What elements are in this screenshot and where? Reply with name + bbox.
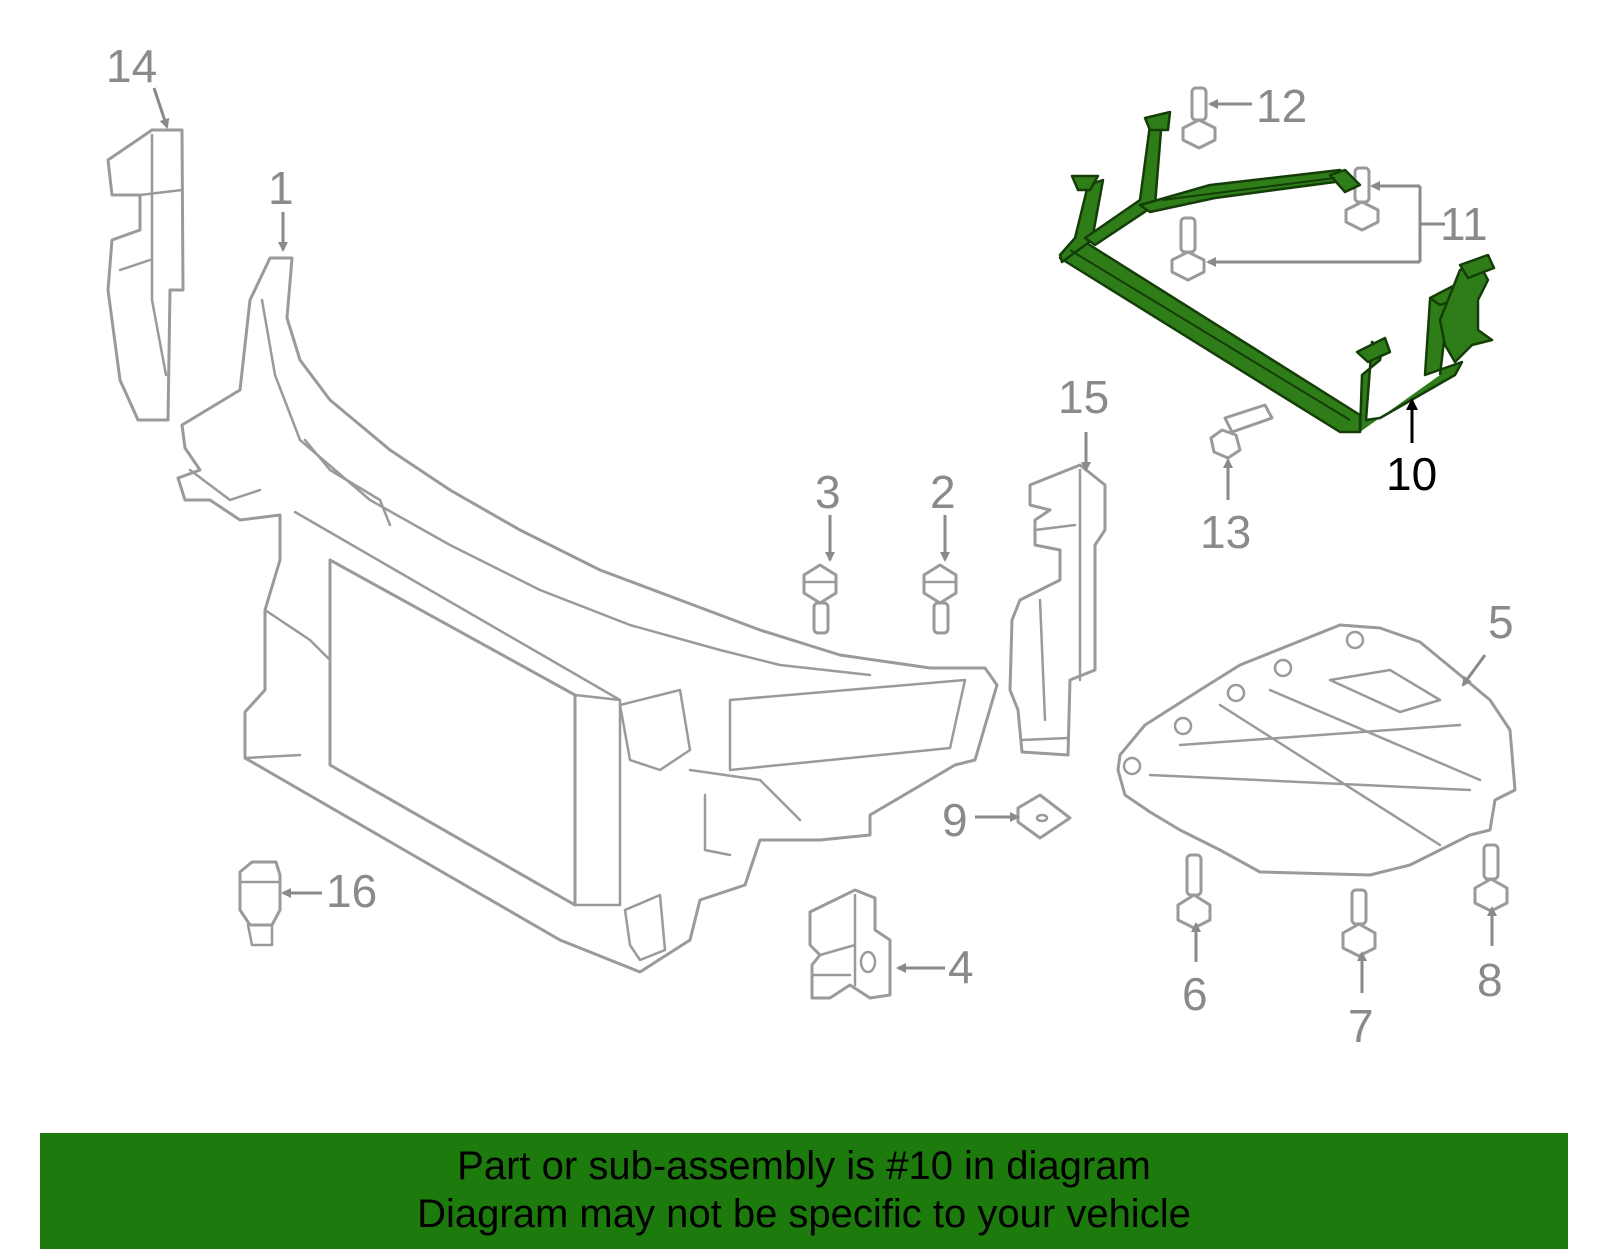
info-banner: Part or sub-assembly is #10 in diagram D… xyxy=(40,1133,1568,1249)
callout-11: 11 xyxy=(1440,198,1488,250)
callout-4: 4 xyxy=(948,941,974,993)
callout-7: 7 xyxy=(1348,1000,1374,1052)
part-8-bolt xyxy=(1473,843,1509,913)
part-6-bolt xyxy=(1176,853,1212,930)
part-3-bolt xyxy=(802,563,838,635)
callout-labels: 1 2 3 4 5 6 7 8 9 10 11 12 13 14 15 16 xyxy=(106,40,1514,1052)
callout-3: 3 xyxy=(815,466,841,518)
part-12-bolt xyxy=(1181,86,1217,150)
callout-5: 5 xyxy=(1488,596,1514,648)
callout-12: 12 xyxy=(1256,80,1307,132)
banner-line-2: Diagram may not be specific to your vehi… xyxy=(417,1192,1191,1236)
callout-16: 16 xyxy=(326,865,377,917)
part-7-bolt xyxy=(1341,888,1377,958)
part-11-bolt-b xyxy=(1170,216,1206,282)
part-2-bolt xyxy=(922,563,958,635)
part-16-clip xyxy=(238,860,282,947)
callout-2: 2 xyxy=(930,466,956,518)
callout-10: 10 xyxy=(1386,448,1437,500)
callout-15: 15 xyxy=(1058,371,1109,423)
leader-lines xyxy=(152,87,1497,993)
part-13-bolt xyxy=(1209,403,1274,460)
callout-13: 13 xyxy=(1200,506,1251,558)
callout-6: 6 xyxy=(1182,968,1208,1020)
callout-1: 1 xyxy=(268,162,294,214)
callout-14: 14 xyxy=(106,40,157,92)
part-15-air-guide xyxy=(1008,463,1107,757)
banner-line-1: Part or sub-assembly is #10 in diagram xyxy=(457,1144,1151,1188)
part-5-under-cover xyxy=(1116,623,1517,877)
part-1-radiator-support xyxy=(176,256,999,974)
callout-9: 9 xyxy=(942,794,968,846)
part-4-bracket xyxy=(808,888,892,1000)
part-9-clip xyxy=(1016,793,1072,840)
part-10-lower-support xyxy=(1058,110,1496,434)
callout-8: 8 xyxy=(1477,954,1503,1006)
part-14-air-guide xyxy=(106,128,185,422)
